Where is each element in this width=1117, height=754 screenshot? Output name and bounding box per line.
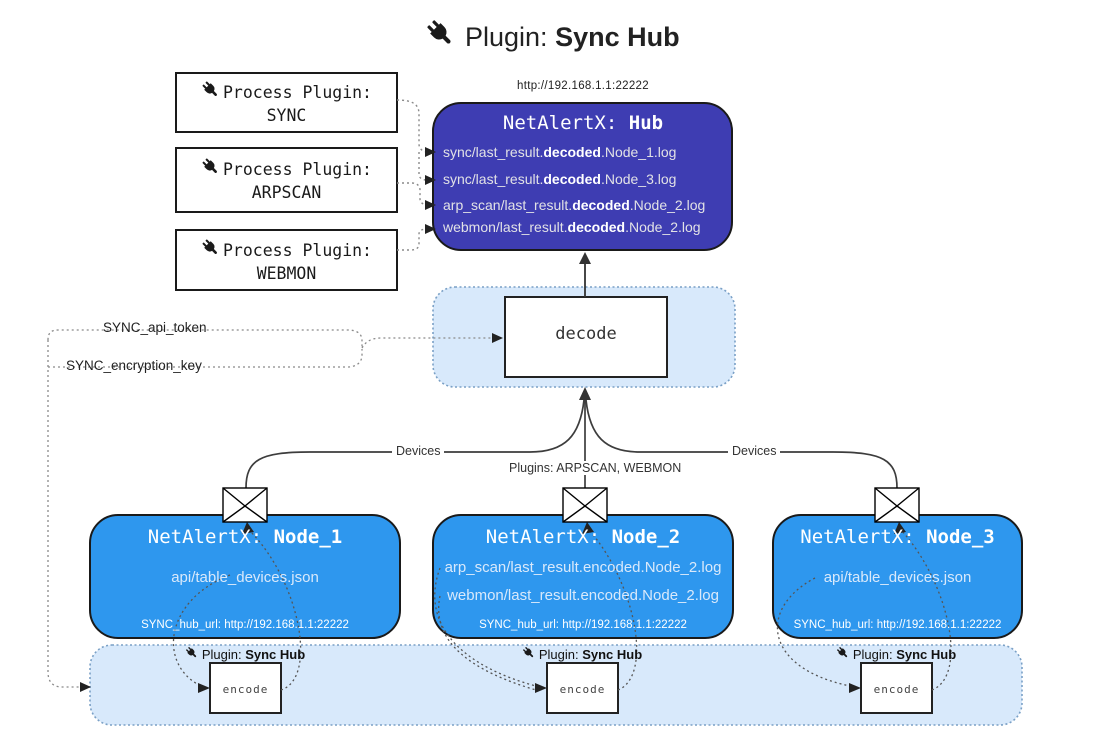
process-plugin-box-webmon [175,229,398,291]
envelope-icon-node3 [874,487,920,523]
sync-encryption-key-label: SYNC_encryption_key [66,358,202,373]
page-title-name: Sync Hub [555,21,680,52]
encode1-plugin-label: Plugin: Sync Hub [155,646,335,663]
node3-title: NetAlertX: Node_3 [800,526,995,548]
plug-icon [836,646,850,663]
node2-file-2: webmon/last_result.encoded.Node_2.log [447,587,719,604]
node3-file: api/table_devices.json [823,569,972,586]
process-plugin-name: SYNC [266,106,307,125]
node3-hub-url: SYNC_hub_url: http://192.168.1.1:22222 [793,619,1002,631]
decode-left-arrowhead [492,333,503,343]
hub-file-1: sync/last_result.decoded.Node_1.log [443,144,677,160]
encode-to-envelope-connectors [249,530,952,691]
node2-title: NetAlertX: Node_2 [485,526,681,548]
plug-icon [201,80,221,104]
encode1-box-label: encode [222,683,269,696]
encode1-box [209,662,282,714]
encode2-plugin-label: Plugin: Sync Hub [492,646,672,663]
edge-label-devices-right: Devices [728,444,781,458]
node-to-encode-connectors [172,567,851,691]
hub-row-arrowheads [425,147,436,234]
process-plugin-label: Process Plugin: [222,240,372,260]
page-title-text: Plugin: Sync Hub [465,22,680,53]
encode3-box-label: encode [873,683,920,696]
hub-file-3: arp_scan/last_result.decoded.Node_2.log [443,197,706,213]
decode-box [504,296,668,378]
hub-title: NetAlertX: Hub [433,112,733,134]
plug-icon [201,157,221,181]
page-title-prefix: Plugin: [465,21,556,52]
hub-title-prefix: NetAlertX: [502,112,629,134]
node1-file: api/table_devices.json [171,569,319,586]
envelope-icon-node1 [222,487,268,523]
plug-icon [522,646,536,663]
sync-api-token-label: SYNC_api_token [103,320,207,335]
hub-file-2: sync/last_result.decoded.Node_3.log [443,171,677,187]
node2-file-1: arp_scan/last_result.encoded.Node_2.log [444,559,722,576]
decode-bottom-arrowhead [579,387,591,400]
edge-label-devices-left: Devices [392,444,445,458]
process-plugin-label: Process Plugin: [222,159,372,179]
plugin-to-hub-connectors [396,99,429,251]
node1-hub-url: SYNC_hub_url: http://192.168.1.1:22222 [141,619,349,631]
decode-box-label: decode [555,324,617,344]
node1-title: NetAlertX: Node_1 [147,526,343,548]
node2-hub-url: SYNC_hub_url: http://192.168.1.1:22222 [479,619,687,631]
plug-icon [425,18,457,57]
encode3-box [860,662,933,714]
edge-label-plugins: Plugins: ARPSCAN, WEBMON [505,461,686,475]
process-plugin-webmon: Process Plugin: WEBMON [176,231,397,290]
process-plugin-box-arpscan [175,147,398,213]
process-plugin-sync: Process Plugin: SYNC [176,73,397,132]
envelope-icon-node2 [562,487,608,523]
process-plugin-label: Process Plugin: [222,82,372,102]
process-plugin-name: ARPSCAN [251,183,322,202]
config-connectors [47,329,492,688]
plug-icon [201,238,221,262]
plug-icon [185,646,199,663]
encode-bar-arrowhead [80,682,91,692]
decode-to-hub-arrowhead [579,252,591,264]
hub-file-4: webmon/last_result.decoded.Node_2.log [443,219,701,235]
envelope-arrowheads [242,522,906,534]
process-plugin-name: WEBMON [256,264,317,283]
encode2-box-label: encode [559,683,606,696]
page-title: Plugin: Sync Hub [425,16,745,58]
encode-arrowheads [198,683,861,693]
encode3-plugin-label: Plugin: Sync Hub [806,646,986,663]
hub-title-name: Hub [628,112,664,134]
hub-box [432,102,733,251]
process-plugin-box-sync [175,72,398,133]
hub-url: http://192.168.1.1:22222 [517,80,649,92]
process-plugin-arpscan: Process Plugin: ARPSCAN [176,150,397,209]
